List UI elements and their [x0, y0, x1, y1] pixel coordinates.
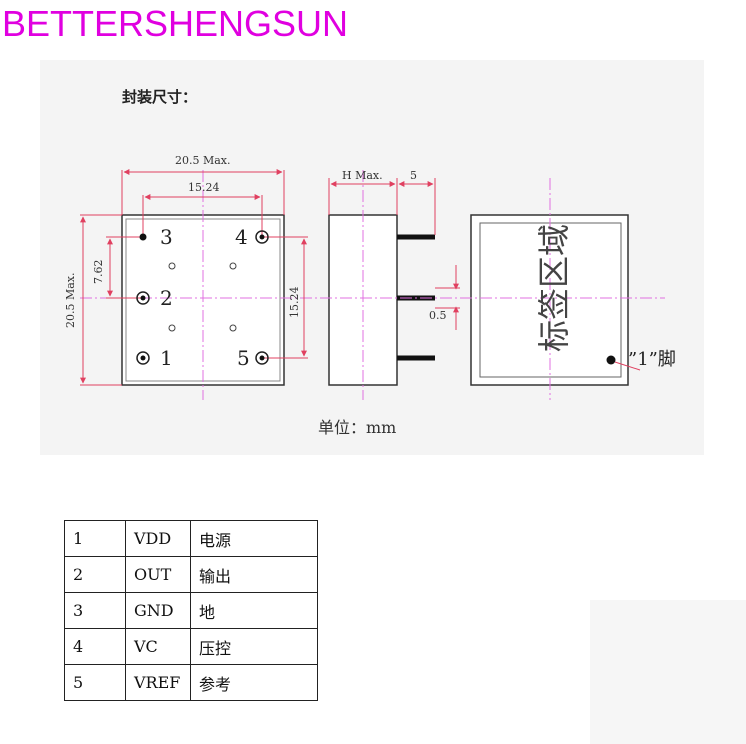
- pin-name-cell: OUT: [125, 556, 191, 593]
- pin-number-cell: 1: [64, 520, 126, 557]
- table-row: 1 VDD 电源: [64, 520, 318, 557]
- pin-5-ring: [255, 351, 269, 365]
- dim-pin-offset: 7.62: [92, 260, 105, 285]
- pin-number-cell: 3: [64, 592, 126, 629]
- pin-4-label: 4: [235, 225, 248, 249]
- pin-desc-cell: 输出: [190, 556, 318, 593]
- table-row: 4 VC 压控: [64, 628, 318, 665]
- pin-desc-cell: 参考: [190, 664, 318, 701]
- label-area-text: 标签区域: [535, 224, 573, 352]
- table-row: 2 OUT 输出: [64, 556, 318, 593]
- dim-h-max: H Max.: [342, 169, 383, 182]
- pin-desc-cell: 地: [190, 592, 318, 629]
- table-row: 5 VREF 参考: [64, 664, 318, 701]
- dim-width-max: 20.5 Max.: [175, 154, 231, 167]
- dim-pin-pitch: 15.24: [188, 181, 220, 194]
- package-drawing: 封装尺寸： 20.5 Max. 15.24 20.5 Max.: [40, 60, 704, 455]
- pin-1-ring: [136, 351, 150, 365]
- package-heading: 封装尺寸：: [122, 88, 197, 106]
- pin-3-dot: [139, 233, 147, 241]
- pin-name-cell: VDD: [125, 520, 191, 557]
- dim-lead-dia: 0.5: [429, 309, 447, 322]
- pin-5-label: 5: [237, 346, 250, 370]
- dim-pin-span: 15.24: [288, 287, 301, 319]
- pin-name-cell: VC: [125, 628, 191, 665]
- pin-2-ring: [136, 291, 150, 305]
- background-fade: [590, 600, 746, 744]
- pin-name-cell: GND: [125, 592, 191, 629]
- pin-1-marker-label: ”1”脚: [628, 349, 676, 370]
- pin-number-cell: 4: [64, 628, 126, 665]
- pin-number-cell: 2: [64, 556, 126, 593]
- unit-label: 单位：mm: [318, 418, 396, 437]
- pin-desc-cell: 压控: [190, 628, 318, 665]
- table-row: 3 GND 地: [64, 592, 318, 629]
- label-view: 标签区域 ”1”脚: [460, 178, 676, 400]
- dim-lead-length: 5: [410, 169, 417, 182]
- pin-name-cell: VREF: [125, 664, 191, 701]
- pin-4-ring: [255, 230, 269, 244]
- pin-desc-cell: 电源: [190, 520, 318, 557]
- pin-definition-table: 1 VDD 电源 2 OUT 输出 3 GND 地 4 VC 压控 5 VREF…: [64, 520, 318, 701]
- side-view: H Max. 5 0.5: [320, 169, 460, 400]
- pin-3-label: 3: [160, 225, 173, 249]
- pin-2-label: 2: [160, 286, 173, 310]
- package-dimension-svg: 封装尺寸： 20.5 Max. 15.24 20.5 Max.: [64, 88, 676, 437]
- brand-title: BETTERSHENGSUN: [2, 3, 349, 44]
- pin-1-label: 1: [160, 346, 173, 370]
- top-view: 20.5 Max. 15.24 20.5 Max. 7.62 15.24 3: [64, 154, 370, 400]
- pin-number-cell: 5: [64, 664, 126, 701]
- dim-height-max: 20.5 Max.: [64, 272, 77, 328]
- pin-1-marker-dot: [606, 355, 616, 365]
